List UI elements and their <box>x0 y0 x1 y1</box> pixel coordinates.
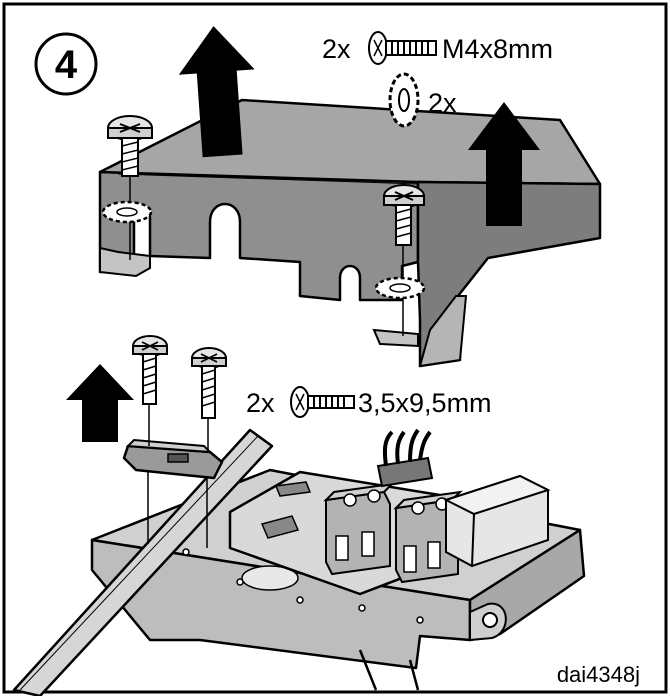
cover-right-flange <box>418 295 468 368</box>
top-left-washer <box>101 200 153 224</box>
top-left-screw <box>107 115 153 177</box>
legend-bottom-screw: 2x 3,5x9,5mm <box>246 386 492 418</box>
arrow-up-cover-left <box>178 26 255 158</box>
legend-bottom-screw-qty: 2x <box>246 388 275 418</box>
terminal-block-right <box>393 490 463 584</box>
circuit-board <box>228 428 551 596</box>
top-right-screw <box>383 184 425 246</box>
relay-component <box>443 474 551 568</box>
figure-code: dai4348j <box>557 662 640 687</box>
arrow-up-cover-right <box>468 102 540 226</box>
legend-washer-qty: 2x <box>428 88 457 118</box>
top-right-washer <box>374 276 426 300</box>
arrow-up-clamp <box>66 364 134 442</box>
step-number: 4 <box>55 43 78 87</box>
legend-top-screw: 2x M4x8mm <box>322 31 553 65</box>
legend-top-screw-size: M4x8mm <box>442 34 553 64</box>
clamp-screw-left <box>132 335 168 405</box>
legend-washer: 2x <box>388 72 457 128</box>
board-chip-1 <box>274 481 312 497</box>
board-chip-2 <box>260 515 300 539</box>
clamp-screw-right <box>191 347 227 419</box>
legend-top-screw-qty: 2x <box>322 34 351 64</box>
base-plate-ear-hole <box>482 612 498 628</box>
base-plate-cutout <box>241 565 299 591</box>
step-badge: 4 <box>34 32 98 96</box>
base-plate-legs <box>358 649 420 691</box>
cover-left-tab <box>99 246 151 278</box>
cover-edge-line <box>117 173 419 185</box>
terminal-block-left <box>323 482 395 576</box>
legend-bottom-screw-size: 3,5x9,5mm <box>358 388 492 418</box>
cover-right-tab <box>372 328 419 348</box>
wire-connector <box>376 428 434 488</box>
